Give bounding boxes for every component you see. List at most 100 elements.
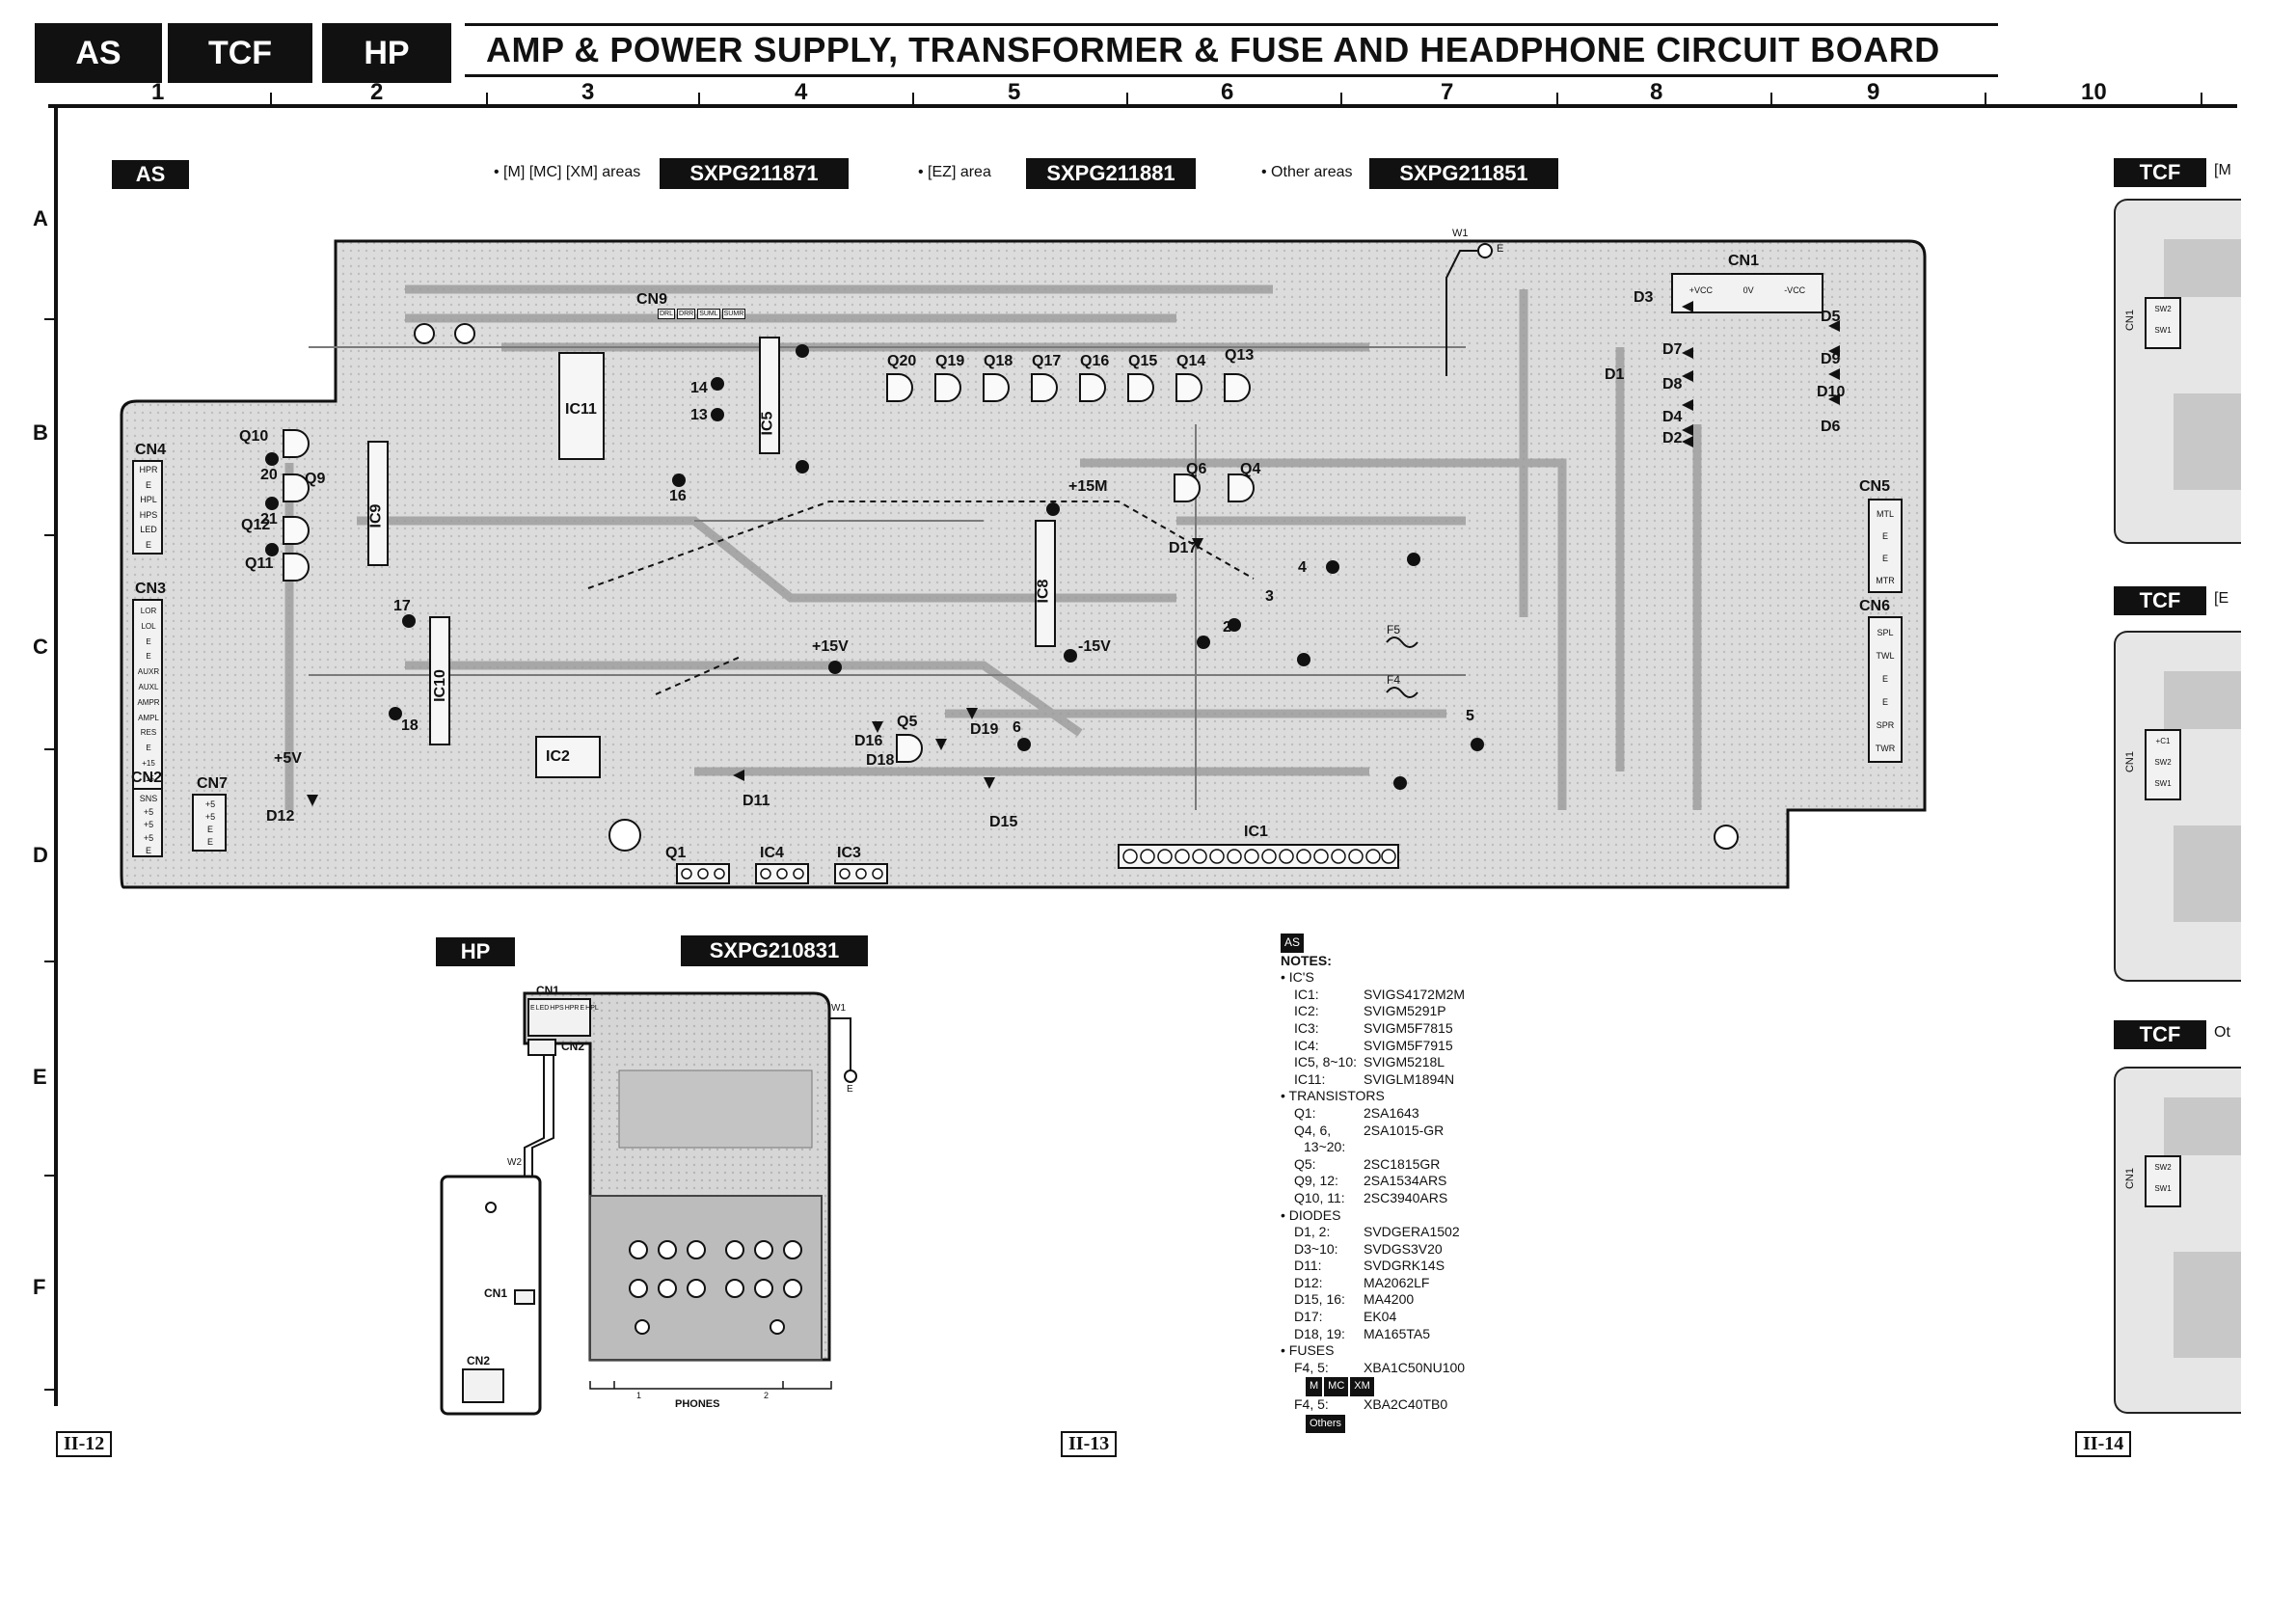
cn6-pin: SPL xyxy=(1877,628,1894,637)
hp-part-number: SXPG210831 xyxy=(681,935,868,966)
cn5-pin: E xyxy=(1881,531,1888,541)
cn3-pin: AUXL xyxy=(138,682,159,691)
tcf-pin: SW1 xyxy=(2154,1184,2172,1193)
cn3-pin: E xyxy=(146,636,151,646)
col-6: 6 xyxy=(1221,79,1234,105)
test-point: 21 xyxy=(260,511,278,528)
cn3-pin: AUXR xyxy=(137,667,160,677)
test-point: 20 xyxy=(260,467,278,483)
cn4-label: CN4 xyxy=(135,442,167,458)
col-2: 2 xyxy=(370,79,384,105)
cn5-pins: MTL E E MTR xyxy=(1871,503,1900,592)
tick xyxy=(1985,93,1986,106)
tag-tcf: TCF xyxy=(168,23,312,83)
note-key: Q1: xyxy=(1294,1104,1316,1121)
ic9-label: IC9 xyxy=(367,503,385,528)
note-value: MA165TA5 xyxy=(1364,1325,1430,1341)
tcf-trace xyxy=(2174,393,2241,490)
test-point: 5 xyxy=(1466,708,1474,724)
d2-label: D2 xyxy=(1662,430,1683,447)
note-value: SVIGM5291P xyxy=(1364,1003,1446,1019)
cn2-pin: SNS xyxy=(139,794,158,803)
tcf-cn-2: CN1 xyxy=(2124,750,2137,773)
cn1-label: CN1 xyxy=(1728,253,1760,269)
cn3-pin: LOL xyxy=(141,621,156,631)
q14-label: Q14 xyxy=(1176,353,1206,369)
cn6-pins: SPL TWL E E SPR TWR xyxy=(1871,621,1900,760)
tcf-connector-2: +C1 SW2 SW1 xyxy=(2145,729,2181,800)
d16-label: D16 xyxy=(854,733,883,749)
note-key: IC3: xyxy=(1294,1019,1319,1036)
cn5-pin: E xyxy=(1881,554,1888,563)
module-cn2-label: CN2 xyxy=(467,1354,491,1367)
note-value: EK04 xyxy=(1364,1309,1397,1325)
cn7-pin: +5 xyxy=(204,812,216,822)
test-point: 4 xyxy=(1298,559,1307,576)
d6-label: D6 xyxy=(1821,419,1841,435)
cn9-pin: DRL xyxy=(658,309,676,319)
cn2-pin: +5 xyxy=(143,832,154,843)
jack-pin-1: 1 xyxy=(636,1391,642,1400)
tag-as: AS xyxy=(35,23,162,83)
col-10: 10 xyxy=(2081,79,2107,105)
voltage-plus15m: +15M xyxy=(1068,478,1108,495)
note-key: F4, 5: xyxy=(1294,1359,1329,1375)
hp-wire-w2: W2 xyxy=(507,1157,522,1168)
tcf-pin: SW2 xyxy=(2154,1163,2172,1172)
col-4: 4 xyxy=(795,79,808,105)
tick xyxy=(44,1389,56,1391)
cn2-pin: +5 xyxy=(143,820,154,829)
cn7-pin: E xyxy=(206,837,213,847)
cn3-pins: LOR LOL E E AUXR AUXL AMPR AMPL RES E +1… xyxy=(135,604,162,787)
q1-label: Q1 xyxy=(665,845,687,861)
note-value: SVDGS3V20 xyxy=(1364,1240,1443,1257)
q5-label: Q5 xyxy=(897,714,918,730)
col-1: 1 xyxy=(151,79,165,105)
tick xyxy=(1340,93,1342,106)
note-key: IC2: xyxy=(1294,1003,1319,1019)
notes-section-title: • FUSES xyxy=(1281,1342,1335,1359)
cn9-pin: SUMR xyxy=(721,309,746,319)
row-e: E xyxy=(33,1065,47,1089)
hp-cn1-pin: HPS xyxy=(550,1005,564,1012)
cn6-label: CN6 xyxy=(1859,598,1891,614)
hp-cn1-pin: E xyxy=(580,1005,585,1012)
tick xyxy=(2201,93,2202,106)
ic3-label: IC3 xyxy=(837,845,861,861)
test-point: 13 xyxy=(690,407,708,423)
test-point: 3 xyxy=(1265,588,1274,605)
cn7-pin: +5 xyxy=(204,799,216,809)
tcf-board-2: +C1 SW2 SW1 CN1 xyxy=(2114,631,2241,982)
tcf-pin: SW2 xyxy=(2154,758,2172,767)
area-tag-mc: MC xyxy=(1324,1377,1349,1397)
hp-section-tag: HP xyxy=(436,937,515,966)
note-key: F4, 5: xyxy=(1294,1396,1329,1413)
jack-pin-2: 2 xyxy=(764,1391,770,1400)
cn3-pin: E xyxy=(146,652,151,662)
tick xyxy=(44,318,56,320)
tcf-suffix-3: Ot xyxy=(2214,1024,2230,1041)
cn6-pin: TWR xyxy=(1875,744,1896,753)
tick xyxy=(44,961,56,962)
voltage-plus15v: +15V xyxy=(812,638,849,655)
test-point: 18 xyxy=(401,717,419,734)
d5-label: D5 xyxy=(1821,309,1841,325)
tcf-tag-1: TCF xyxy=(2114,158,2206,187)
hp-cn1-pin: E xyxy=(530,1005,535,1012)
page-number-left: II-12 xyxy=(56,1431,113,1457)
ic2-label: IC2 xyxy=(546,748,570,765)
cn1-pin: +VCC xyxy=(1688,285,1714,295)
d8-label: D8 xyxy=(1662,376,1683,392)
note-value: SVIGLM1894N xyxy=(1364,1070,1455,1087)
note-value: SVIGM5F7815 xyxy=(1364,1019,1453,1036)
tick xyxy=(698,93,700,106)
col-5: 5 xyxy=(1008,79,1021,105)
q6-label: Q6 xyxy=(1186,461,1207,477)
ic11-label: IC11 xyxy=(565,401,597,418)
cn9-pins: DRL DRR SUML SUMR xyxy=(658,309,746,319)
d4-label: D4 xyxy=(1662,409,1683,425)
test-point: 16 xyxy=(669,488,687,504)
tick xyxy=(486,93,488,106)
cn4-pin: E xyxy=(145,539,151,550)
cn4-pin: LED xyxy=(140,525,157,534)
